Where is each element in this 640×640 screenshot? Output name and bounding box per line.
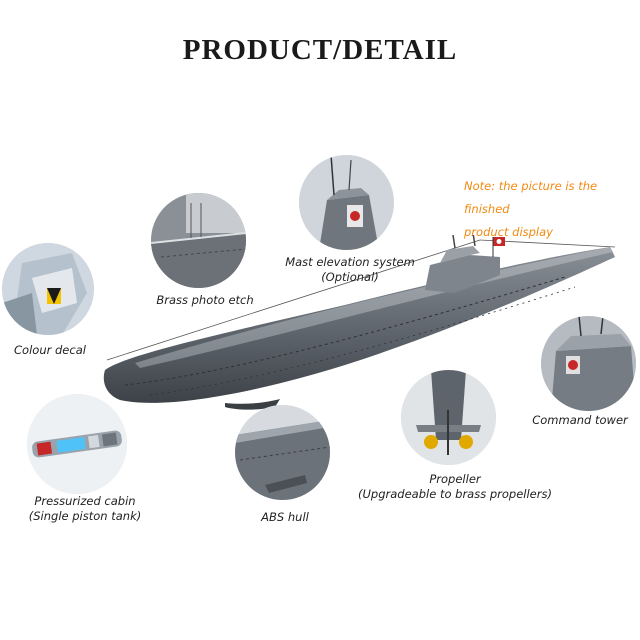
submarine-model-image [95,232,635,420]
command-tower-photo [541,316,636,411]
note-line-2: product display [464,225,553,239]
brass-photo-etch-label: Brass photo etch [156,293,254,307]
colour-decal-label: Colour decal [14,343,86,357]
propeller-photo [401,370,496,465]
pressurized-cabin-photo [27,394,127,494]
command-tower-label: Command tower [532,413,628,427]
mast-elevation-photo [299,155,394,250]
mast-elevation-line-1: Mast elevation system [285,255,415,269]
propeller-line-2: (Upgradeable to brass propellers) [358,487,552,501]
note-line-1: Note: the picture is the finished [464,179,598,216]
mast-elevation-label: Mast elevation system (Optional) [270,255,430,285]
page-title: PRODUCT/DETAIL [182,34,458,66]
pressurized-cabin-line-2: (Single piston tank) [28,509,142,523]
pressurized-cabin-line-1: Pressurized cabin [34,494,136,508]
propeller-line-1: Propeller [429,472,481,486]
abs-hull-photo [235,405,330,500]
mast-elevation-line-2: (Optional) [321,270,379,284]
pressurized-cabin-label: Pressurized cabin (Single piston tank) [0,494,170,524]
note-text: Note: the picture is the finished produc… [464,175,640,244]
brass-photo-etch-photo [151,193,246,288]
abs-hull-label: ABS hull [261,510,309,524]
colour-decal-photo [2,243,94,335]
propeller-label: Propeller (Upgradeable to brass propelle… [350,472,560,502]
